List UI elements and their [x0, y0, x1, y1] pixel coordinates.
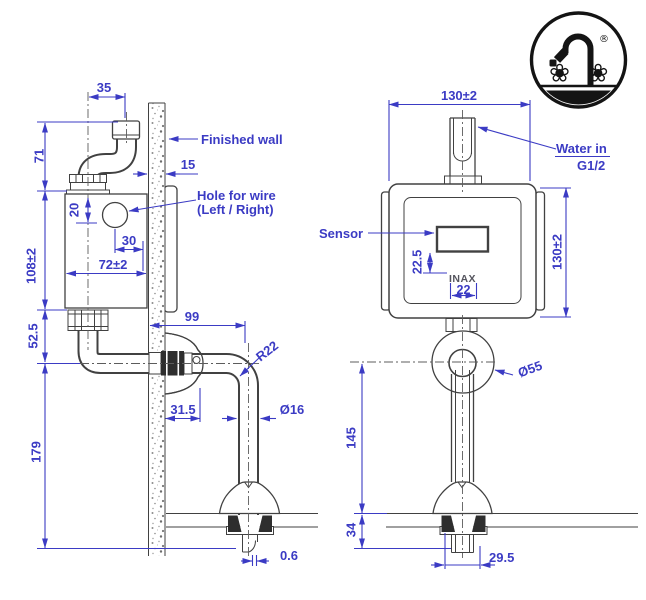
- dim-sensor-offset: 22.5: [410, 250, 424, 274]
- dimensions-left: 71 108±2 52.5 179 35 15 Finished wall Ho…: [24, 80, 305, 566]
- florette-left-icon: ❀: [549, 59, 570, 88]
- spout-pipe-front: [450, 370, 475, 482]
- dim-spout-reach: 99: [185, 309, 199, 324]
- dim-box-to-pipe: 52.5: [26, 323, 41, 348]
- dim-deck-thickness: 34: [344, 522, 359, 537]
- dim-body-height: 130±2: [550, 234, 565, 270]
- spout-base: [218, 481, 281, 515]
- thread-size-label: G1/2: [577, 158, 605, 173]
- dim-wall-thickness: 15: [181, 157, 195, 172]
- water-in-label: Water in: [556, 141, 607, 156]
- left-locknut: [226, 515, 274, 535]
- dim-box-width: 72±2: [99, 257, 128, 272]
- escutcheon-screw: [192, 356, 201, 364]
- sensor-window: [435, 225, 490, 253]
- inlet-coupling: [111, 120, 141, 140]
- sensor-label: Sensor: [319, 226, 363, 241]
- dim-pipe-diameter: Ø16: [280, 402, 305, 417]
- brand-text: INAX: [449, 273, 476, 285]
- dim-tip-offset: 0.6: [280, 548, 298, 563]
- face-panel: [403, 197, 522, 304]
- right-locknut: [439, 515, 488, 535]
- water-inlet-pipe: [444, 117, 482, 185]
- right-pipe-stub: [451, 534, 474, 553]
- registered-mark: ®: [599, 34, 609, 45]
- inlet-supply-pipe: [77, 120, 141, 189]
- dim-box-height: 108±2: [24, 248, 39, 284]
- dim-spout-drop: 179: [29, 441, 44, 463]
- hole-for-wire-label-2: (Left / Right): [197, 202, 274, 217]
- dim-hole-side-offset: 30: [122, 233, 136, 248]
- centerlines: [80, 92, 498, 558]
- dim-inlet-height: 71: [32, 149, 47, 163]
- dim-wall-clearance: 31.5: [170, 402, 195, 417]
- outlet-pipe: [77, 326, 259, 534]
- dim-sensor-width: 22: [457, 283, 471, 297]
- florette-right-icon: ❀: [588, 59, 609, 88]
- dim-body-width: 130±2: [441, 88, 477, 103]
- hole-for-wire-label-1: Hole for wire: [197, 188, 276, 203]
- dim-hole-offset: 29.5: [489, 550, 514, 565]
- finished-wall-label: Finished wall: [201, 132, 283, 147]
- sensor-body: INAX: [380, 183, 546, 319]
- wire-hole: [101, 201, 129, 229]
- left-counter: [166, 513, 318, 528]
- left-pipe-stub: [242, 534, 258, 553]
- right-counter: [386, 513, 638, 528]
- body-outlet-nut: [445, 318, 478, 332]
- faucet-nozzle: [549, 59, 557, 67]
- finished-wall-section: [148, 102, 166, 556]
- dim-inlet-offset: 35: [97, 80, 111, 95]
- left-view: [64, 102, 318, 556]
- brand-logo: ❀ ❀ ®: [529, 11, 628, 109]
- right-view: INAX: [380, 117, 638, 553]
- faucet-icon: [562, 33, 594, 86]
- dim-hole-top-offset: 20: [67, 203, 82, 217]
- faucet-spout-head: [553, 48, 569, 63]
- dim-spout-height: 145: [344, 427, 359, 449]
- logo-circle: [529, 11, 628, 109]
- dim-escutcheon-diameter: Ø55: [516, 358, 544, 381]
